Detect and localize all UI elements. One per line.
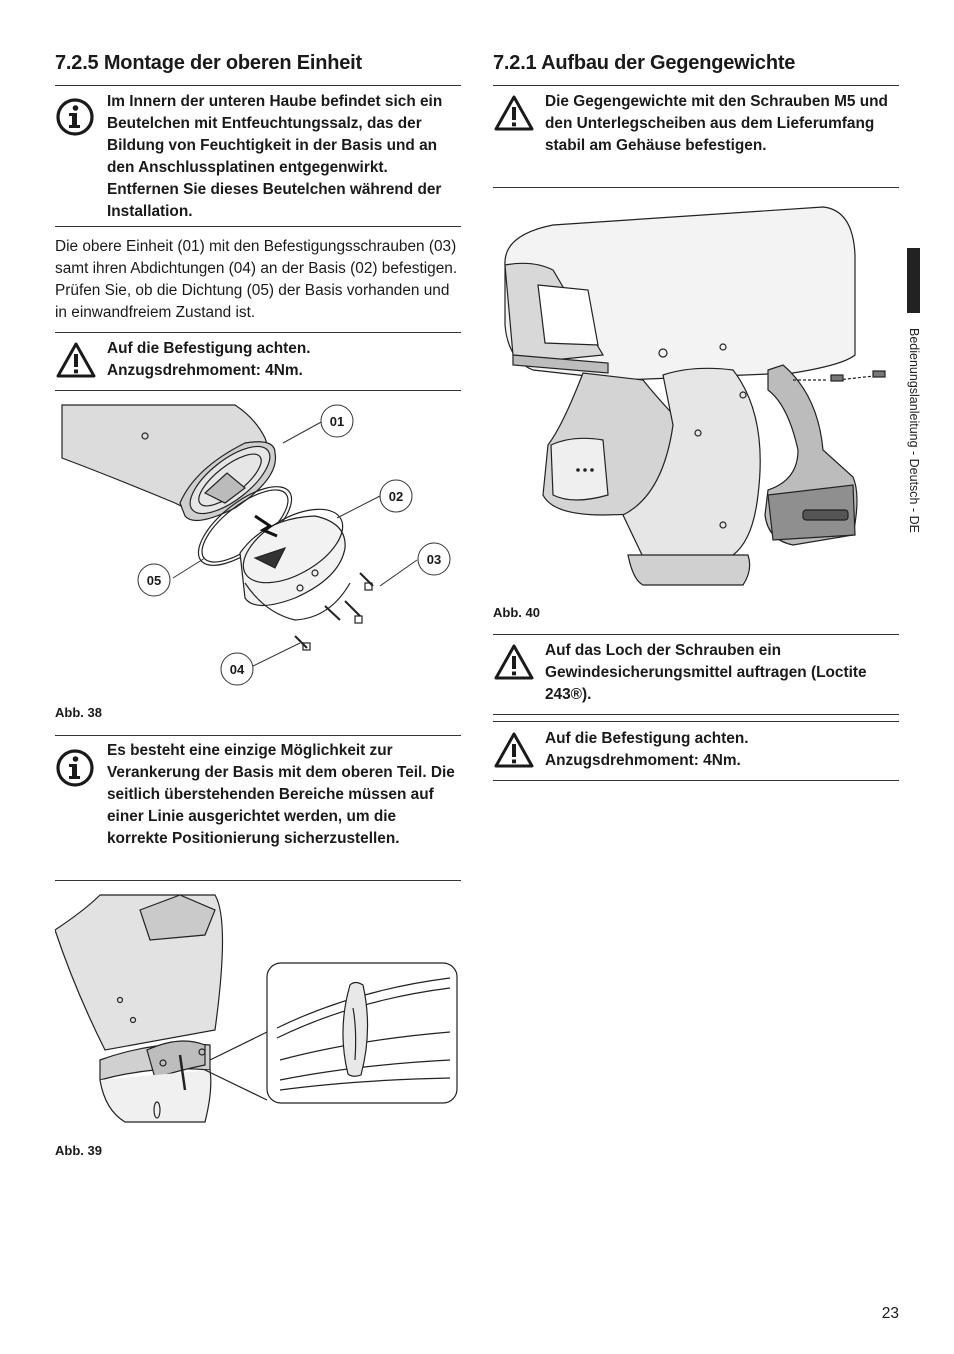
- divider: [55, 880, 461, 881]
- page-number: 23: [881, 1305, 899, 1322]
- warning-note-torque-right: Auf die Befestigung achten. Anzugsdrehmo…: [545, 730, 749, 769]
- divider: [55, 85, 461, 86]
- callout-05: 05: [147, 573, 161, 588]
- section-heading-counterweights: 7.2.1 Aufbau der Gegengewichte: [493, 52, 796, 74]
- divider: [55, 735, 461, 736]
- side-tab-marker: [907, 248, 920, 313]
- divider: [493, 721, 899, 722]
- figure-40-caption: Abb. 40: [493, 605, 540, 620]
- callout-04: 04: [230, 662, 245, 677]
- callout-01: 01: [330, 414, 344, 429]
- divider: [55, 390, 461, 391]
- info-icon: [56, 749, 94, 787]
- info-note-alignment: Es besteht eine einzige Möglichkeit zur …: [107, 742, 455, 847]
- figure-39-alignment-detail: [55, 894, 458, 1123]
- warning-icon: [494, 732, 534, 768]
- callout-02: 02: [389, 489, 403, 504]
- side-language-label: Bedienungslanleitung - Deutsch - DE: [907, 328, 921, 533]
- warning-note-counterweights: Die Gegengewichte mit den Schrauben M5 u…: [545, 93, 888, 154]
- info-icon: [56, 98, 94, 136]
- divider: [493, 187, 899, 188]
- mounting-paragraph: Die obere Einheit (01) mit den Befestigu…: [55, 238, 458, 321]
- section-heading-montage: 7.2.5 Montage der oberen Einheit: [55, 52, 362, 74]
- divider: [55, 226, 461, 227]
- figure-38-exploded-view: 01 02 03 04 05: [61, 404, 451, 686]
- figure-40-counterweight-assembly: [504, 206, 886, 586]
- divider: [55, 332, 461, 333]
- info-note-desiccant: Im Innern der unteren Haube befindet sic…: [107, 93, 443, 220]
- divider: [493, 780, 899, 781]
- divider: [493, 634, 899, 635]
- divider: [493, 85, 899, 86]
- figure-39-caption: Abb. 39: [55, 1143, 102, 1158]
- callout-03: 03: [427, 552, 441, 567]
- divider: [493, 714, 899, 715]
- warning-note-torque: Auf die Befestigung achten. Anzugsdrehmo…: [107, 340, 311, 379]
- warning-note-threadlocker: Auf das Loch der Schrauben ein Gewindesi…: [545, 642, 867, 703]
- warning-icon: [56, 342, 96, 378]
- warning-icon: [494, 644, 534, 680]
- warning-icon: [494, 95, 534, 131]
- figure-38-caption: Abb. 38: [55, 705, 102, 720]
